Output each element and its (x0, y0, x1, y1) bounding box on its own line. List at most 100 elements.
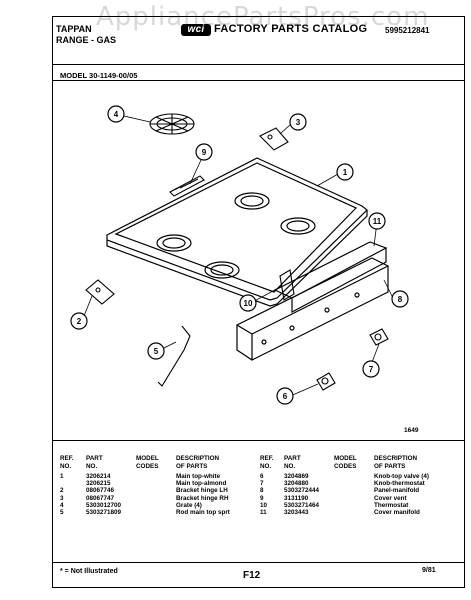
parts-cell-ref: 8 (260, 487, 264, 495)
revision-date: 9/81 (422, 567, 436, 574)
parts-cell-codes (136, 473, 176, 480)
parts-row: 11 3203443 Cover manifold (260, 509, 435, 516)
callout-3: 3 (289, 113, 307, 131)
parts-cell-codes (334, 480, 374, 487)
parts-rule (52, 440, 465, 441)
brand-block: TAPPAN RANGE - GAS (56, 24, 116, 46)
diagram-id: 1649 (404, 427, 419, 434)
parts-cell-part: 3204880 (284, 480, 309, 488)
callout-1: 1 (336, 163, 354, 181)
svg-text:10: 10 (244, 299, 253, 308)
parts-cell-desc: Rod main top sprt (176, 509, 230, 517)
parts-row: 3 08067747 Bracket hinge RH (60, 495, 236, 502)
parts-row: 10 5303271464 Thermostat (260, 502, 435, 509)
parts-cell-desc: Knob-top valve (4) (374, 473, 429, 480)
support-rod-drawing (157, 325, 191, 387)
parts-cell-part: 08067747 (86, 494, 115, 502)
brand-name: TAPPAN (56, 24, 92, 34)
parts-cell-ref: 10 (260, 501, 268, 509)
svg-text:11: 11 (373, 217, 382, 226)
exploded-parts-diagram: 4 9 3 1 2 5 6 7 8 10 11 (70, 105, 409, 405)
parts-cell-desc: Panel-manifold (374, 487, 420, 495)
main-top-drawing (106, 157, 368, 307)
catalog-title: FACTORY PARTS CATALOG (214, 23, 368, 35)
parts-cell-ref: 5 (60, 509, 64, 517)
parts-row: 9 3131190 Cover vent (260, 495, 435, 502)
thermostat-knob-drawing (369, 328, 389, 346)
callout-labels: 4 9 3 1 2 5 6 7 8 10 11 (70, 105, 409, 405)
parts-cell-desc: Grate (4) (176, 501, 202, 509)
parts-cell-codes (136, 487, 176, 494)
parts-cell-codes (136, 509, 176, 516)
parts-cell-part: 5303271809 (86, 509, 122, 517)
manifold-panel-drawing (235, 257, 390, 361)
parts-row: 1 3206214 Main top-white (60, 473, 236, 480)
parts-row: 3206215 Main top-almond (60, 480, 236, 487)
page-frame (52, 16, 465, 588)
svg-text:5: 5 (154, 347, 159, 356)
callout-6: 6 (276, 387, 294, 405)
callout-10: 10 (239, 294, 257, 312)
grate-drawing (149, 113, 195, 135)
parts-cell-desc: Bracket hinge LH (176, 487, 228, 495)
leader-lines (81, 115, 394, 398)
parts-row: 8 5303272444 Panel-manifold (260, 487, 435, 494)
callout-7: 7 (362, 360, 380, 378)
parts-cell-codes (334, 487, 374, 494)
callout-9: 9 (195, 143, 213, 161)
parts-cell-part: 3131190 (284, 494, 309, 502)
brand-product: RANGE - GAS (56, 35, 117, 45)
parts-cell-ref: 4 (60, 501, 64, 509)
parts-cell-desc: Thermostat (374, 501, 409, 509)
parts-cell-ref: 9 (260, 494, 264, 502)
callout-4: 4 (107, 105, 125, 123)
parts-row: 6 3204869 Knob-top valve (4) (260, 473, 435, 480)
svg-text:8: 8 (398, 295, 403, 304)
parts-cell-ref: 3 (60, 494, 64, 502)
parts-cell-desc: Main top-almond (176, 480, 227, 488)
header-rule (52, 64, 465, 65)
parts-cell-ref: 11 (260, 509, 267, 517)
callout-2: 2 (70, 312, 88, 330)
catalog-number: 5995212841 (385, 26, 430, 35)
parts-cell-desc: Knob-thermostat (374, 480, 425, 488)
parts-cell-ref: 2 (60, 487, 64, 495)
svg-text:2: 2 (77, 317, 82, 326)
parts-cell-desc: Main top-white (176, 473, 221, 480)
svg-text:1: 1 (343, 168, 348, 177)
parts-cell-ref: 1 (60, 473, 64, 480)
parts-row: 2 08067746 Bracket hinge LH (60, 487, 236, 494)
callout-8: 8 (391, 290, 409, 308)
model-number: MODEL 30-1149-00/05 (60, 71, 138, 80)
svg-text:6: 6 (283, 392, 288, 401)
parts-cell-part: 3206214 (86, 473, 111, 480)
parts-cell-part: 3206215 (86, 480, 111, 488)
parts-cell-part: 3203443 (284, 509, 309, 517)
svg-text:3: 3 (296, 118, 301, 127)
parts-cell-codes (136, 495, 176, 502)
parts-row: 7 3204880 Knob-thermostat (260, 480, 435, 487)
parts-cell-ref: 6 (260, 473, 264, 480)
svg-text:9: 9 (202, 148, 207, 157)
parts-cell-codes (334, 509, 374, 516)
hinge-bracket-rh-drawing (259, 127, 289, 151)
parts-cell-part: 5303271464 (284, 501, 320, 509)
manufacturer-logo: wci (181, 24, 211, 36)
thermostat-drawing (279, 269, 295, 301)
vent-cover-drawing (169, 175, 205, 197)
parts-cell-desc: Bracket hinge RH (176, 494, 229, 502)
parts-cell-part: 08067746 (86, 487, 115, 495)
parts-cell-codes (334, 495, 374, 502)
parts-cell-desc: Cover vent (374, 494, 407, 502)
parts-cell-part: 5303272444 (284, 487, 320, 495)
parts-cell-desc: Cover manifold (374, 509, 420, 517)
page-code: F12 (243, 570, 261, 581)
parts-cell-ref: 7 (260, 480, 264, 488)
svg-text:7: 7 (369, 365, 374, 374)
model-rule (52, 80, 465, 81)
parts-cell-part: 3204869 (284, 473, 309, 480)
